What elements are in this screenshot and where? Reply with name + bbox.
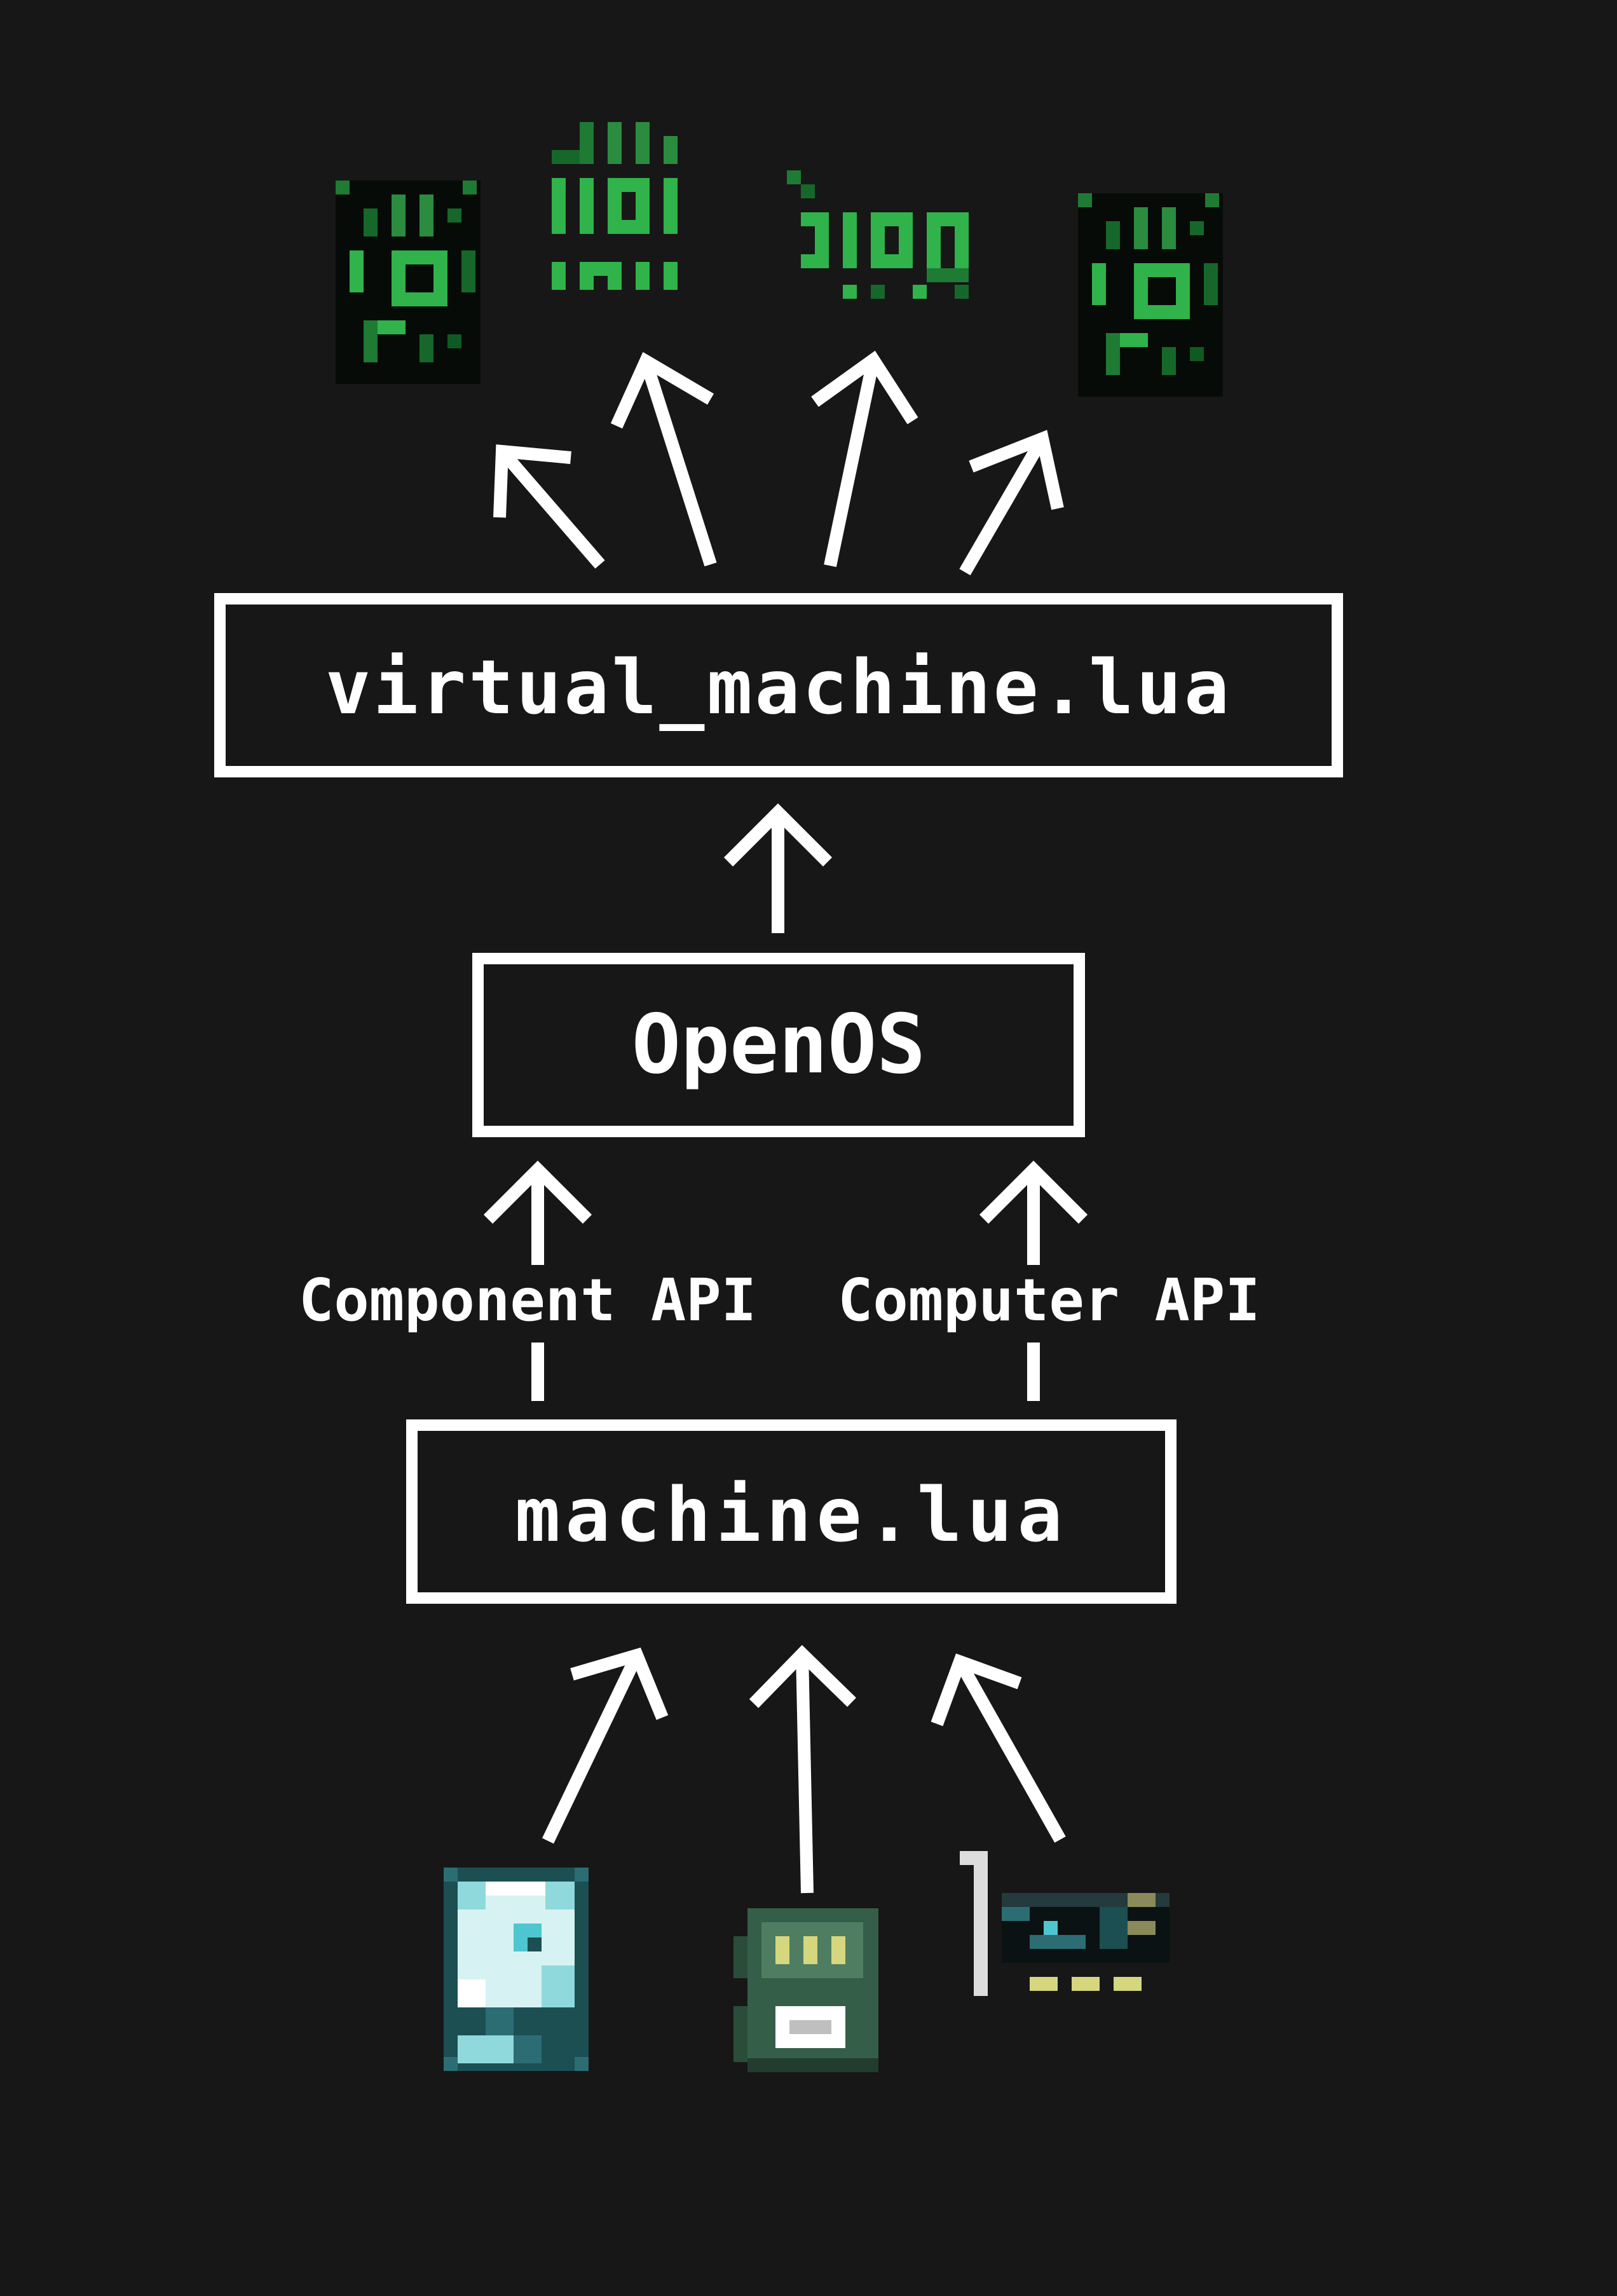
- machine-box: [406, 1419, 1177, 1604]
- arrow-computer-api: [979, 1160, 1088, 1401]
- virtual-machine-box: [214, 593, 1343, 777]
- program-icon: [552, 122, 678, 290]
- arrow-to-program-3: [811, 350, 918, 568]
- program-icon: [336, 181, 481, 384]
- expansion-card-icon: [960, 1851, 1170, 1996]
- hard-drive-icon: [444, 1868, 589, 2071]
- memory-card-icon: [733, 1908, 878, 2072]
- arrow-openos-to-vm: [723, 803, 833, 933]
- openos-box: [472, 953, 1085, 1137]
- arrow-to-program-2: [610, 352, 717, 567]
- arrow-from-expansion-card: [931, 1653, 1066, 1843]
- arrow-to-program-4: [959, 430, 1064, 576]
- arrow-component-api: [483, 1160, 592, 1401]
- arrow-from-hard-drive: [542, 1647, 669, 1844]
- component-api-label: Component API: [299, 1266, 757, 1334]
- arrow-to-program-1: [493, 444, 605, 569]
- program-icon: [1078, 193, 1223, 397]
- arrow-from-memory: [749, 1644, 856, 1894]
- program-icon: [787, 170, 969, 299]
- virtual-machine-label: virtual_machine.lua: [325, 643, 1232, 731]
- openos-label: OpenOS: [631, 997, 926, 1092]
- machine-label: machine.lua: [515, 1471, 1068, 1559]
- computer-api-label: Computer API: [838, 1266, 1260, 1334]
